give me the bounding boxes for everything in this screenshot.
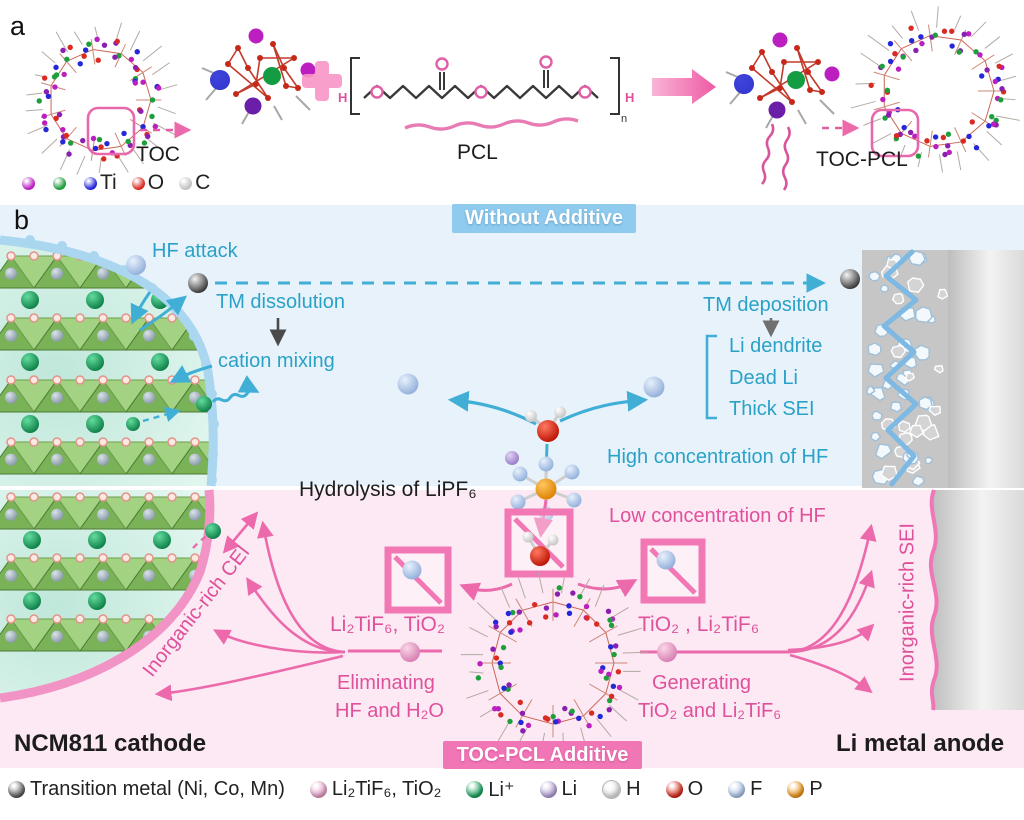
li-anode-top [948,250,1024,488]
atom-swatch [179,176,193,190]
hf-molecule [643,376,665,398]
dead-li-label: Dead Li [729,367,798,389]
half-divider [0,486,1024,490]
panel-a-label: a [10,11,26,41]
no-hf-box-right [640,538,706,604]
legend-item-o: O [665,778,704,801]
right-products-label: TiO₂ , Li₂TiF₆ [638,613,760,636]
eliminating-label-1: Eliminating [337,672,435,694]
no-h2o-box [504,508,574,578]
left-products-label: Li₂TiF₆, TiO₂ [330,613,445,636]
toc-pcl-highlight-box [870,108,920,158]
atom-swatch [84,176,97,190]
atom-label: O [147,171,165,194]
legend-label: Transition metal (Ni, Co, Mn) [30,778,285,800]
toc-pcl-cluster [725,32,840,191]
o-swatch [665,781,683,798]
p-swatch [787,781,805,798]
legend-item-transition-metal: Transition metal (Ni, Co, Mn) [8,778,285,801]
toc-ring [25,22,178,175]
transition-metal-swatch [8,781,25,798]
svg-text:H: H [338,90,347,105]
cathode-cei-rim-bottom [0,489,215,703]
cation-mixing-label: cation mixing [218,350,335,372]
hf-molecule [656,550,676,570]
eliminating-label-2: HF and H₂O [335,700,444,722]
legend-item-p: P [787,778,823,801]
tm-deposition-label: TM deposition [703,294,829,316]
svg-text:n: n [621,113,627,125]
tm-dissolution-label: TM dissolution [216,291,345,313]
reaction-arrow [652,69,716,104]
cathode-label: NCM811 cathode [14,730,207,757]
atom-legend-item [53,176,69,190]
legend-label: P [809,778,823,800]
atom-swatch [53,176,66,190]
legend-label: H [626,778,641,800]
hf-molecule [397,373,419,395]
generating-label-2: TiO₂ and Li₂TiF₆ [638,700,782,722]
legend-label: O [687,778,704,800]
atom-legend-item: O [131,171,165,195]
anode-label: Li metal anode [836,730,1005,757]
li-swatch [539,781,557,798]
atom-legend-item [22,176,38,190]
no-hf-box-left [384,546,452,614]
low-hf-label: Low concentration of HF [609,505,826,527]
hf-molecule [126,255,146,275]
pcl-polymer-squiggle [404,117,579,131]
legend-label: Li₂TiF₆, TiO₂ [331,778,442,800]
toc-label: TOC [136,143,180,166]
atom-swatch [131,176,145,190]
legend-item-li-ion: Li⁺ [466,777,515,802]
inorganic-rich-sei-label: Inorganic-rich SEI [896,523,919,682]
svg-text:H: H [625,90,634,105]
atom-label: C [195,171,211,194]
legend-item-li2tif6-tio2: Li₂TiF₆, TiO₂ [309,778,442,801]
pcl-label: PCL [457,141,498,164]
li-dendrite-label: Li dendrite [729,335,823,357]
atom-label: Ti [100,171,117,194]
generating-label-1: Generating [652,672,751,694]
legend-item-h: H [602,778,641,801]
f-swatch [728,781,746,798]
pcl-structure: HnH [338,55,634,125]
atom-legend-item: Ti [84,171,117,195]
without-additive-banner: Without Additive [452,204,636,233]
hf-molecule [402,560,422,580]
h-swatch [602,780,622,799]
high-hf-label: High concentration of HF [607,446,829,468]
toc-pcl-label: TOC-PCL [816,148,908,171]
toc-cluster [201,28,316,125]
legend-label: F [750,778,763,800]
legend-item-f: F [728,778,762,801]
toc-pcl-ring [850,6,1020,173]
toc-highlight-box [86,106,136,156]
ncm811-cathode-top [0,238,216,486]
legend-label: Li [561,778,578,800]
atom-legend-item: C [179,171,210,195]
anode-sei-edge [928,489,939,711]
thick-sei-label: Thick SEI [729,398,815,420]
thick-sei-layer [862,249,949,488]
hf-attack-label: HF attack [152,240,238,262]
li-anode-bottom [930,490,1024,710]
atom-swatch [22,176,35,190]
li-ion-swatch [466,781,484,798]
consequence-bracket [705,334,717,420]
bottom-atom-legend: Transition metal (Ni, Co, Mn) Li₂TiF₆, Ti… [8,777,823,802]
legend-label: Li⁺ [488,779,515,801]
hydrolysis-label: Hydrolysis of LiPF₆ [299,478,477,501]
legend-item-li: Li [539,778,578,801]
h2o-molecule [525,406,566,442]
toc-pcl-additive-banner: TOC-PCL Additive [443,741,642,769]
panel-b-label: b [14,205,30,235]
li-dendrite-line [881,249,919,487]
toc-pcl-additive-ring [460,572,649,761]
panel-a-atom-legend: Ti O C [22,171,210,195]
plus-sign [302,61,342,101]
li2tif6-tio2-swatch [309,781,327,798]
